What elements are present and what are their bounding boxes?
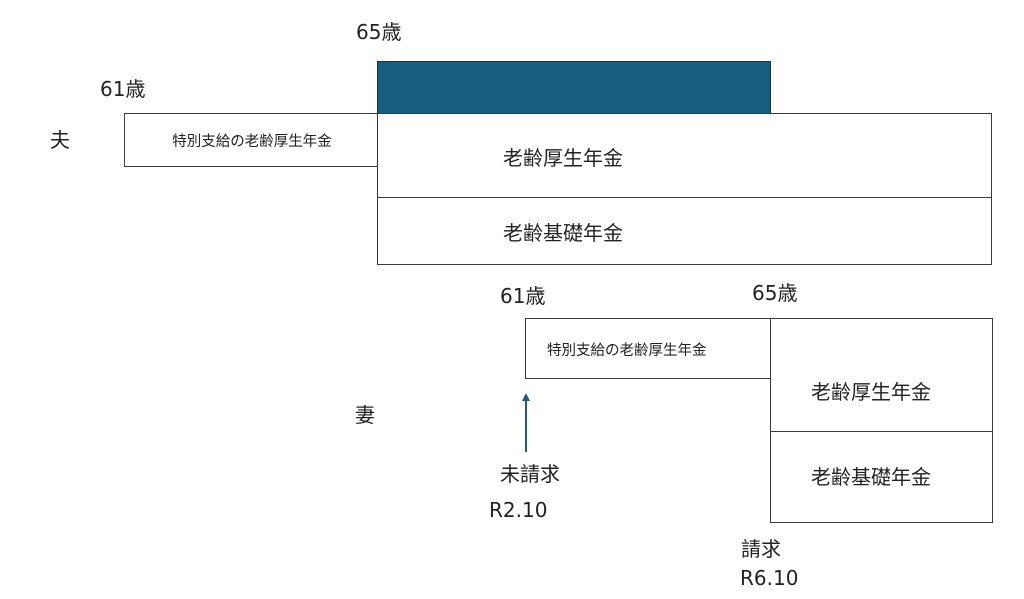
husband-special-pension-box: 特別支給の老齢厚生年金 xyxy=(124,113,380,167)
husband-age-61-label: 61歳 xyxy=(100,77,146,101)
husband-employees-pension-box: 老齢厚生年金 xyxy=(377,113,992,199)
wife-claimed-date: R6.10 xyxy=(740,566,799,590)
wife-employees-pension-text: 老齢厚生年金 xyxy=(811,380,931,404)
husband-age-65-label: 65歳 xyxy=(356,20,402,44)
wife-label: 妻 xyxy=(355,403,375,427)
wife-special-pension-text: 特別支給の老齢厚生年金 xyxy=(547,343,707,359)
wife-claimed-label: 請求 xyxy=(741,537,781,561)
husband-basic-pension-text: 老齢基礎年金 xyxy=(503,220,623,245)
husband-special-pension-text: 特別支給の老齢厚生年金 xyxy=(172,133,332,150)
wife-age-65-label: 65歳 xyxy=(752,281,798,305)
arrow-up-icon xyxy=(522,393,530,452)
wife-basic-pension-box: 老齢基礎年金 xyxy=(770,431,993,523)
husband-basic-pension-box: 老齢基礎年金 xyxy=(377,197,992,265)
wife-basic-pension-text: 老齢基礎年金 xyxy=(811,465,931,489)
wife-employees-pension-box: 老齢厚生年金 xyxy=(770,318,993,433)
husband-highlight-bar xyxy=(377,61,771,115)
wife-unclaimed-label: 未請求 xyxy=(500,462,560,486)
husband-employees-pension-text: 老齢厚生年金 xyxy=(503,145,623,170)
husband-label: 夫 xyxy=(50,128,70,152)
wife-age-61-label: 61歳 xyxy=(500,284,546,308)
wife-special-pension-box: 特別支給の老齢厚生年金 xyxy=(525,318,772,379)
wife-unclaimed-date: R2.10 xyxy=(489,498,548,522)
